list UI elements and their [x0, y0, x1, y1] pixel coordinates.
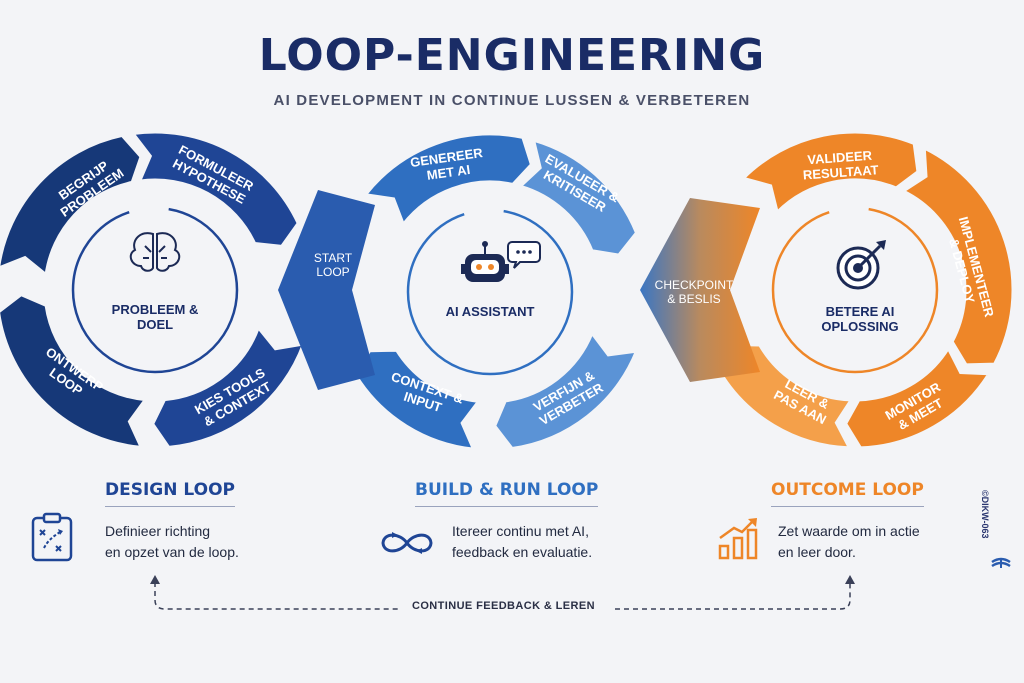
infinity-loop-icon	[381, 532, 433, 554]
segment-valideer: VALIDEERRESULTAAT	[801, 147, 879, 182]
build-loop-desc: Itereer continu met AI, feedback en eval…	[452, 523, 593, 560]
segment-shape-context[interactable]	[354, 348, 482, 451]
page-title: LOOP-ENGINEERING	[258, 30, 766, 81]
segment-shape-begrijp[interactable]	[0, 133, 143, 278]
outcome-loop-title: OUTCOME LOOP	[771, 480, 924, 507]
brain-icon	[129, 232, 181, 272]
build-loop-column: BUILD & RUN LOOP	[415, 480, 599, 507]
segment-shape-implementeer[interactable]	[900, 145, 1015, 367]
outcome-loop-ring	[716, 130, 1015, 450]
segment-shape-monitor[interactable]	[843, 345, 992, 450]
feedback-arrow	[150, 575, 855, 610]
design-loop-title: DESIGN LOOP	[105, 480, 235, 507]
clipboard-strategy-icon	[31, 512, 73, 562]
start-loop-hub[interactable]	[278, 190, 375, 390]
design-center-label: PROBLEEM &DOEL	[112, 302, 199, 332]
segment-shape-evalueer[interactable]	[517, 137, 639, 257]
feedback-label: CONTINUE FEEDBACK & LEREN	[412, 600, 595, 612]
design-loop-column: DESIGN LOOP	[105, 480, 235, 507]
robot-icon	[461, 241, 509, 282]
design-inner-circle	[71, 206, 239, 374]
outcome-loop-desc: Zet waarde om in actie en leer door.	[778, 523, 920, 560]
segment-shape-genereer[interactable]	[362, 132, 534, 228]
segment-shape-verfijn[interactable]	[492, 330, 639, 451]
outcome-inner-circle	[771, 206, 939, 374]
build-inner-circle	[406, 208, 574, 376]
design-loop-desc: Definieer richting en opzet van de loop.	[105, 523, 239, 560]
design-loop-ring	[0, 130, 306, 450]
segment-shape-kies[interactable]	[150, 324, 306, 449]
build-loop-ring	[354, 132, 639, 451]
book-logo-icon	[991, 557, 1011, 568]
growth-chart-icon	[718, 518, 758, 560]
checkpoint-hub[interactable]	[640, 198, 760, 382]
segment-shape-valideer[interactable]	[740, 130, 920, 216]
target-icon	[836, 240, 886, 290]
build-loop-title: BUILD & RUN LOOP	[415, 480, 599, 507]
chat-bubble-icon	[507, 241, 541, 269]
segment-shape-formuleer[interactable]	[130, 130, 300, 248]
copyright-code: ©DIKW-063	[980, 490, 990, 539]
checkpoint-label: CHECKPOINT& BESLIS	[655, 278, 734, 306]
page-subtitle: AI DEVELOPMENT IN CONTINUE LUSSEN & VERB…	[273, 92, 751, 109]
segment-shape-ontwerp[interactable]	[0, 292, 149, 450]
outcome-loop-column: OUTCOME LOOP	[771, 480, 924, 507]
build-center-label: AI ASSISTANT	[446, 304, 535, 319]
